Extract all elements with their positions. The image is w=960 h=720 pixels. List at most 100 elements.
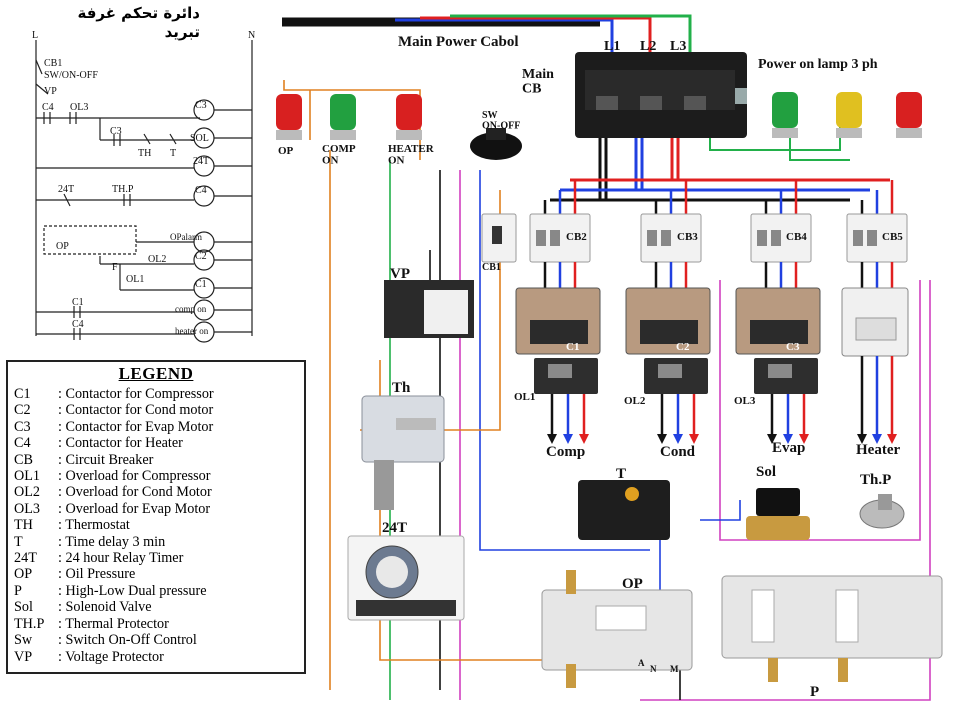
cb3-label: CB3	[677, 231, 698, 243]
legend-desc: : Contactor for Evap Motor	[58, 418, 214, 435]
legend-item: P: High-Low Dual pressure	[14, 583, 304, 599]
op-terminal-n: N	[650, 664, 657, 674]
legend-desc: : Switch On-Off Control	[58, 632, 197, 649]
legend-item: OP: Oil Pressure	[14, 566, 304, 582]
evap-output-label: Evap	[772, 440, 805, 456]
rung2-contact3: T	[170, 148, 176, 159]
thp-label: Th.P	[860, 472, 891, 488]
legend-desc: : Circuit Breaker	[58, 451, 154, 468]
rail-n-label: N	[248, 30, 255, 41]
rung1-contact1: C4	[42, 102, 54, 113]
legend-item: OL2: Overload for Cond Motor	[14, 484, 304, 500]
legend-desc: : Contactor for Heater	[58, 435, 183, 452]
legend-code: T	[14, 533, 23, 550]
power-lamp-label: Power on lamp 3 ph	[758, 57, 878, 72]
legend-code: Sw	[14, 632, 33, 649]
voltage-protector-device	[384, 280, 474, 338]
legend-code: CB	[14, 451, 33, 468]
op-label: OP	[622, 576, 643, 592]
legend-item: 24T: 24 hour Relay Timer	[14, 550, 304, 566]
rung1-contact2: OL3	[70, 102, 88, 113]
heater-output-label: Heater	[856, 442, 900, 458]
th-label: Th	[392, 380, 411, 396]
ol2-label: OL2	[624, 395, 646, 407]
legend-code: TH.P	[14, 615, 45, 632]
rung2-contact1: C3	[110, 126, 122, 137]
contactor-row	[515, 287, 909, 357]
ladder-vp-label: VP	[44, 86, 57, 97]
diagram-title-arabic: دائرة تحكم غرفة تبريد	[77, 4, 200, 41]
thermal-protector-device	[859, 494, 905, 529]
t24-label: 24T	[382, 520, 407, 536]
cond-output-label: Cond	[660, 444, 696, 460]
legend-code: C1	[14, 386, 31, 402]
legend-item: CB : Circuit Breaker	[14, 452, 304, 468]
l3-label: L3	[670, 39, 686, 54]
rung5-coil: OPalarm	[170, 232, 202, 242]
legend-code: TH	[14, 517, 33, 534]
legend-item: C1 : Contactor for Compressor	[14, 386, 304, 402]
op-terminal-m: M	[670, 664, 679, 674]
rung3-coil: 24T	[193, 156, 209, 167]
legend-desc: : Contactor for Cond motor	[58, 402, 214, 419]
l2-label: L2	[640, 39, 656, 54]
rung2-contact2: TH	[138, 148, 151, 159]
legend-code: OL1	[14, 468, 41, 485]
rung1-coil: C3	[195, 100, 207, 111]
cb1-label: CB1	[482, 262, 501, 273]
legend-item: OL1: Overload for Compressor	[14, 468, 304, 484]
timer-24h-device	[347, 535, 465, 621]
legend-item: OL3: Overload for Evap Motor	[14, 501, 304, 517]
legend-desc: : 24 hour Relay Timer	[58, 550, 184, 567]
legend-code: OL3	[14, 500, 41, 517]
c2-label: C2	[676, 341, 690, 353]
legend-code: C4	[14, 435, 31, 452]
vp-label: VP	[390, 266, 410, 282]
t-label: T	[616, 466, 626, 482]
rung9-contact1: C4	[72, 319, 84, 330]
rung6-coil: C2	[195, 251, 207, 262]
rung8-contact1: C1	[72, 297, 84, 308]
rung4-coil: C4	[195, 185, 207, 196]
sol-label: Sol	[756, 464, 776, 480]
legend-item: Sol: Solenoid Valve	[14, 599, 304, 615]
op-terminal-a: A	[638, 658, 645, 668]
legend-desc: : High-Low Dual pressure	[58, 582, 207, 599]
legend-desc: : Solenoid Valve	[58, 599, 152, 616]
ladder-cb-label: CB1	[44, 58, 62, 69]
oil-pressure-device	[541, 570, 693, 688]
rung4-contact2: TH.P	[112, 184, 134, 195]
rung6-contact2: OL2	[148, 254, 166, 265]
c1-label: C1	[566, 341, 579, 353]
output-arrows	[547, 356, 897, 444]
rung7-coil: C1	[195, 279, 207, 290]
legend-title: LEGEND	[118, 364, 194, 383]
main-cb	[575, 52, 747, 138]
legend-item: Sw : Switch On-Off Control	[14, 632, 304, 648]
cb2-label: CB2	[566, 231, 587, 243]
legend-desc: : Overload for Cond Motor	[58, 484, 212, 501]
legend-item: C4 : Contactor for Heater	[14, 435, 304, 451]
legend-item: T : Time delay 3 min	[14, 534, 304, 550]
legend-desc: : Contactor for Compressor	[58, 386, 214, 402]
thermostat-device	[361, 395, 445, 510]
rung8-coil: comp on	[175, 304, 207, 314]
comp-output-label: Comp	[546, 444, 585, 460]
legend-desc: : Time delay 3 min	[58, 533, 166, 550]
breaker-row	[481, 180, 908, 290]
time-delay-device	[578, 480, 670, 540]
legend-item: VP: Voltage Protector	[14, 649, 304, 665]
ladder-diagram	[35, 40, 253, 343]
cb4-label: CB4	[786, 231, 807, 243]
ol3-label: OL3	[734, 395, 756, 407]
legend-desc: : Voltage Protector	[58, 648, 164, 665]
legend-desc: : Oil Pressure	[58, 566, 136, 583]
pilot-lamps	[276, 92, 922, 140]
l1-label: L1	[604, 39, 620, 54]
legend-item: TH.P: Thermal Protector	[14, 616, 304, 632]
